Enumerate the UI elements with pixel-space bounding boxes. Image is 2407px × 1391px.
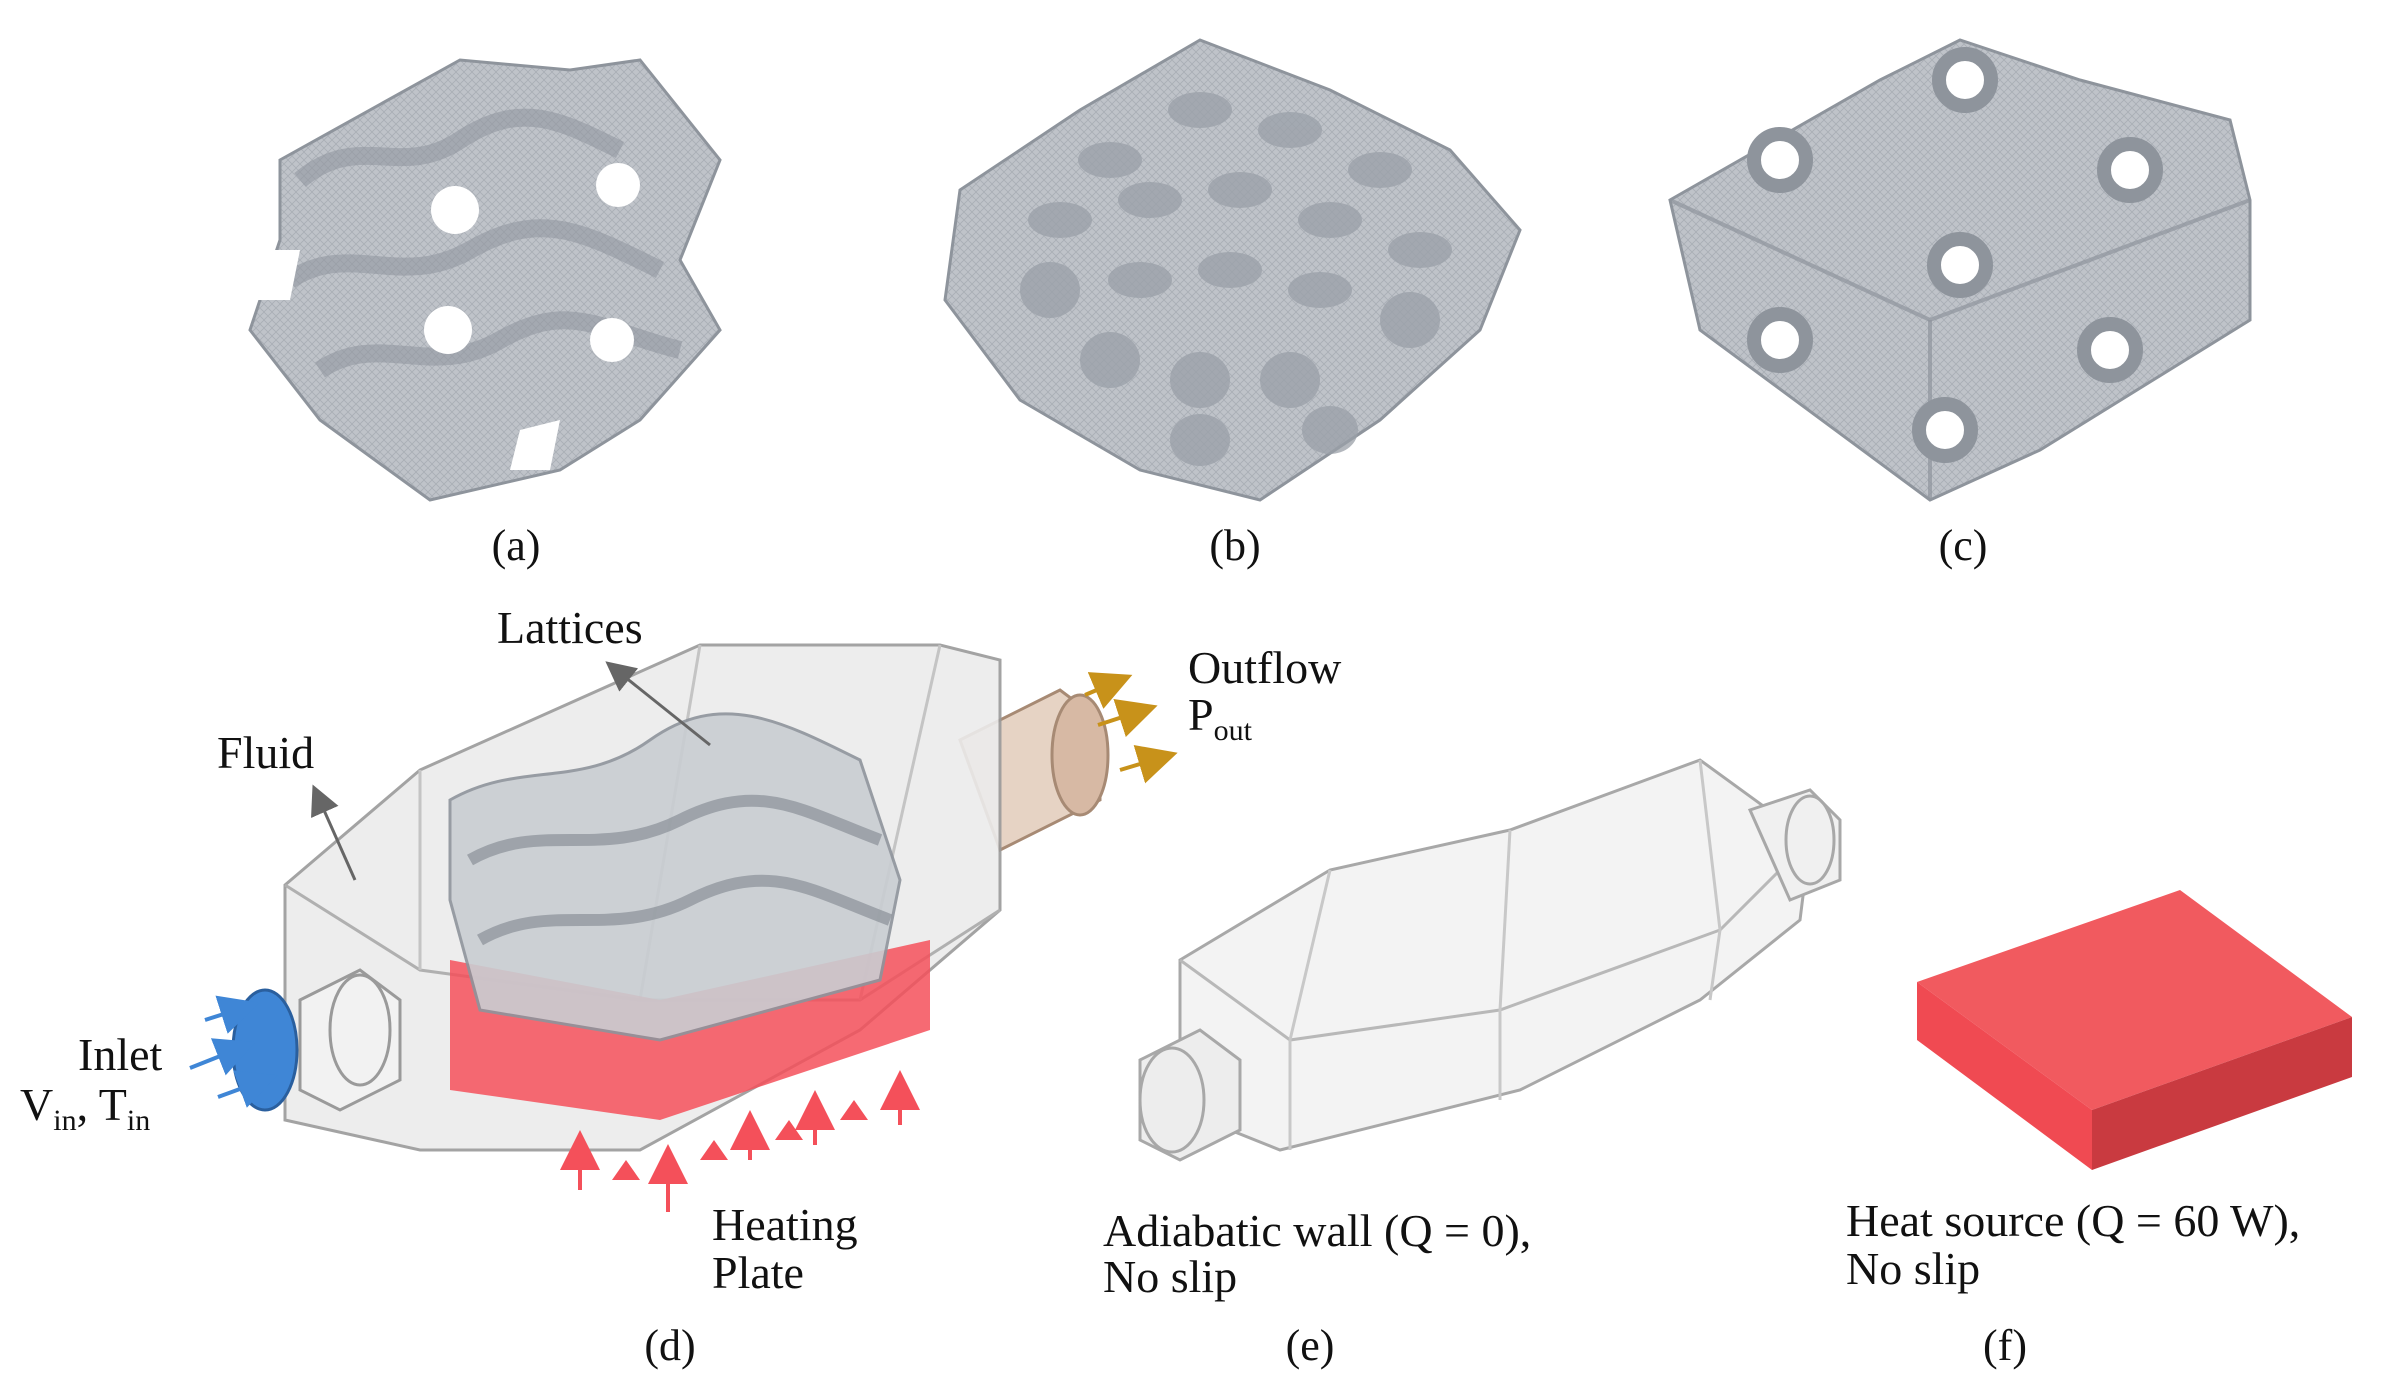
label-heat-source-line2: No slip [1846, 1243, 1980, 1294]
inlet-arrows [189, 995, 278, 1108]
label-adiabatic-line2: No slip [1103, 1251, 1237, 1302]
fluid-pointer [311, 784, 357, 881]
label-inlet-conditions: Vin, Tin [20, 1079, 150, 1137]
label-adiabatic-line1: Adiabatic wall (Q = 0), [1103, 1205, 1531, 1256]
assembly-d-illustration [231, 643, 1110, 1152]
label-heating-line2: Plate [712, 1247, 804, 1298]
label-outflow: Outflow [1188, 642, 1342, 693]
caption-d: (d) [644, 1321, 695, 1370]
fluid-domain-e-illustration [1138, 758, 1842, 1162]
lattice-c-illustration [1668, 38, 2252, 502]
caption-c: (c) [1939, 521, 1988, 570]
label-inlet: Inlet [78, 1029, 163, 1080]
outflow-arrows [1084, 672, 1178, 784]
caption-e: (e) [1286, 1321, 1335, 1370]
label-lattices: Lattices [497, 602, 643, 653]
label-heating-line1: Heating [712, 1199, 858, 1250]
heating-arrows [560, 1070, 920, 1212]
lattice-a-illustration [248, 58, 722, 502]
caption-a: (a) [492, 521, 541, 570]
label-heat-source-line1: Heat source (Q = 60 W), [1846, 1195, 2300, 1246]
caption-f: (f) [1983, 1321, 2027, 1370]
lattice-b-illustration [943, 38, 1522, 502]
heat-source-f-illustration [1917, 890, 2352, 1170]
label-fluid: Fluid [217, 727, 314, 778]
lattices-pointer [605, 661, 711, 747]
label-pressure-out: Pout [1188, 689, 1253, 747]
caption-b: (b) [1209, 521, 1260, 570]
